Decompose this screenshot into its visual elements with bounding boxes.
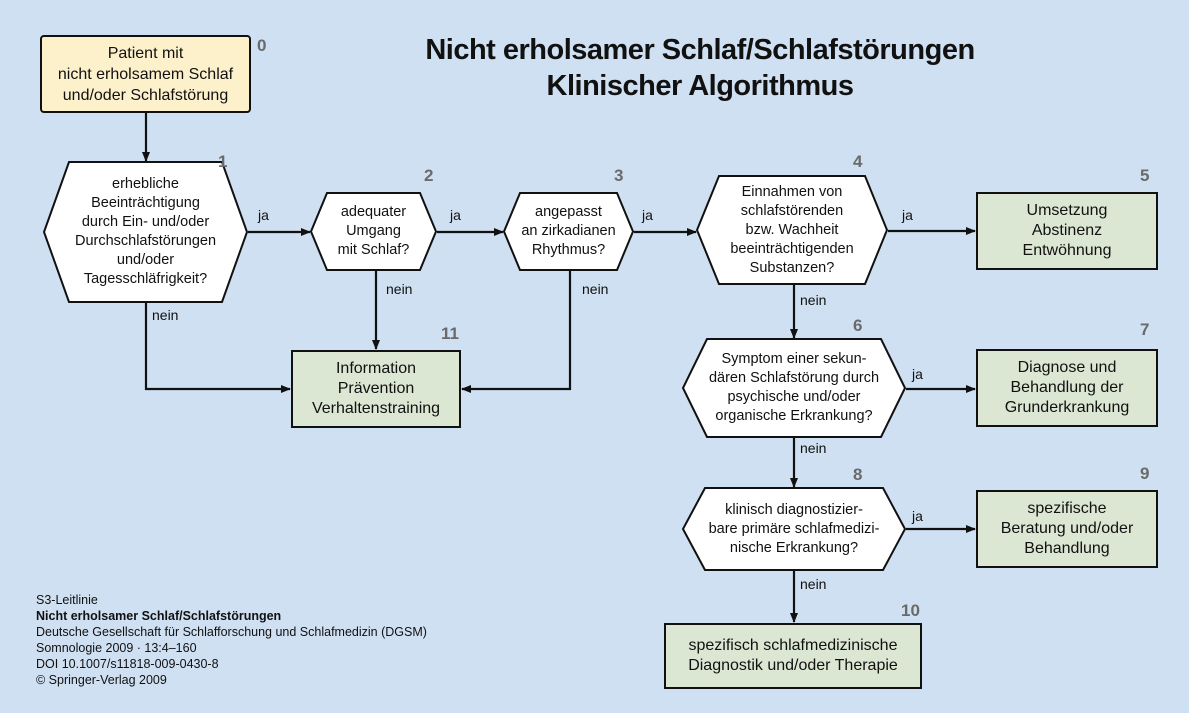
edge-1-11-no xyxy=(144,303,291,393)
edge-label-6-7-yes: ja xyxy=(912,366,923,382)
edge-label-4-6-no: nein xyxy=(800,292,827,308)
action-node-10: spezifisch schlafmedizinische Diagnostik… xyxy=(664,623,922,689)
edge-label-6-8-no: nein xyxy=(800,440,827,456)
step-number-2: 2 xyxy=(424,166,434,185)
step-number-10: 10 xyxy=(901,601,920,620)
step-number-1: 1 xyxy=(218,152,228,171)
step-number-4: 4 xyxy=(853,152,863,171)
decision-node-2: adequater Umgang mit Schlaf? xyxy=(309,192,438,271)
citation-line-4: Somnologie 2009 · 13:4–160 xyxy=(36,641,197,655)
edge-label-8-10-no: nein xyxy=(800,576,827,592)
edge-label-3-4-yes: ja xyxy=(642,207,653,223)
edge-label-2-11-no: nein xyxy=(386,281,413,297)
step-number-8: 8 xyxy=(853,465,863,484)
step-number-9: 9 xyxy=(1140,464,1150,483)
citation-line-3: Deutsche Gesellschaft für Schlafforschun… xyxy=(36,625,427,639)
decision-node-1-text: erhebliche Beeinträchtigung durch Ein- u… xyxy=(74,176,217,287)
edge-label-1-2-yes: ja xyxy=(258,207,269,223)
edge-label-4-5-yes: ja xyxy=(902,207,913,223)
action-node-11: Information Prävention Verhaltenstrainin… xyxy=(291,350,461,428)
citation-line-6: © Springer-Verlag 2009 xyxy=(36,673,167,687)
action-node-10-text: spezifisch schlafmedizinische Diagnostik… xyxy=(688,637,898,674)
action-node-11-text: Information Prävention Verhaltenstrainin… xyxy=(311,360,441,417)
action-node-9-text: spezifische Beratung und/oder Behandlung xyxy=(1000,500,1134,557)
title-line-1: Nicht erholsamer Schlaf/Schlafstörungen xyxy=(425,34,975,66)
diagram-title: Nicht erholsamer Schlaf/Schlafstörungen … xyxy=(330,32,1070,104)
edge-label-3-11-no: nein xyxy=(582,281,609,297)
decision-node-3-text: angepasst an zirkadianen Rhythmus? xyxy=(521,204,616,258)
decision-node-4: Einnahmen von schlafstörenden bzw. Wachh… xyxy=(695,175,889,285)
action-node-7: Diagnose und Behandlung der Grunderkrank… xyxy=(976,349,1158,427)
decision-node-4-text: Einnahmen von schlafstörenden bzw. Wachh… xyxy=(730,183,854,276)
citation-footer: S3-Leitlinie Nicht erholsamer Schlaf/Sch… xyxy=(36,592,427,688)
start-node-text: Patient mit nicht erholsamem Schlaf und/… xyxy=(57,44,234,104)
action-node-5-text: Umsetzung Abstinenz Entwöhnung xyxy=(1022,202,1112,259)
action-node-7-text: Diagnose und Behandlung der Grunderkrank… xyxy=(1004,359,1130,416)
citation-line-2: Nicht erholsamer Schlaf/Schlafstörungen xyxy=(36,609,282,623)
edge-label-1-11-no: nein xyxy=(152,307,179,323)
decision-node-3: angepasst an zirkadianen Rhythmus? xyxy=(502,192,635,271)
edge-3-11-no xyxy=(461,271,572,393)
decision-node-2-text: adequater Umgang mit Schlaf? xyxy=(337,204,410,258)
step-number-5: 5 xyxy=(1140,166,1150,185)
citation-line-1: S3-Leitlinie xyxy=(36,593,98,607)
decision-node-8-text: klinisch diagnostizier- bare primäre sch… xyxy=(708,501,880,556)
decision-node-6: Symptom einer sekun- dären Schlafstörung… xyxy=(681,338,907,438)
start-node: Patient mit nicht erholsamem Schlaf und/… xyxy=(40,35,251,113)
step-number-6: 6 xyxy=(853,316,863,335)
step-number-11: 11 xyxy=(441,324,459,343)
edge-label-8-9-yes: ja xyxy=(912,508,923,524)
action-node-9: spezifische Beratung und/oder Behandlung xyxy=(976,490,1158,568)
edge-label-2-3-yes: ja xyxy=(450,207,461,223)
action-node-5: Umsetzung Abstinenz Entwöhnung xyxy=(976,192,1158,270)
decision-node-1: erhebliche Beeinträchtigung durch Ein- u… xyxy=(42,161,249,303)
step-number-3: 3 xyxy=(614,166,624,185)
decision-node-6-text: Symptom einer sekun- dären Schlafstörung… xyxy=(708,351,880,424)
title-line-2: Klinischer Algorithmus xyxy=(546,70,854,102)
step-number-0: 0 xyxy=(257,36,267,55)
decision-node-8: klinisch diagnostizier- bare primäre sch… xyxy=(681,487,907,571)
step-number-7: 7 xyxy=(1140,320,1150,339)
citation-line-5: DOI 10.1007/s11818-009-0430-8 xyxy=(36,657,219,671)
